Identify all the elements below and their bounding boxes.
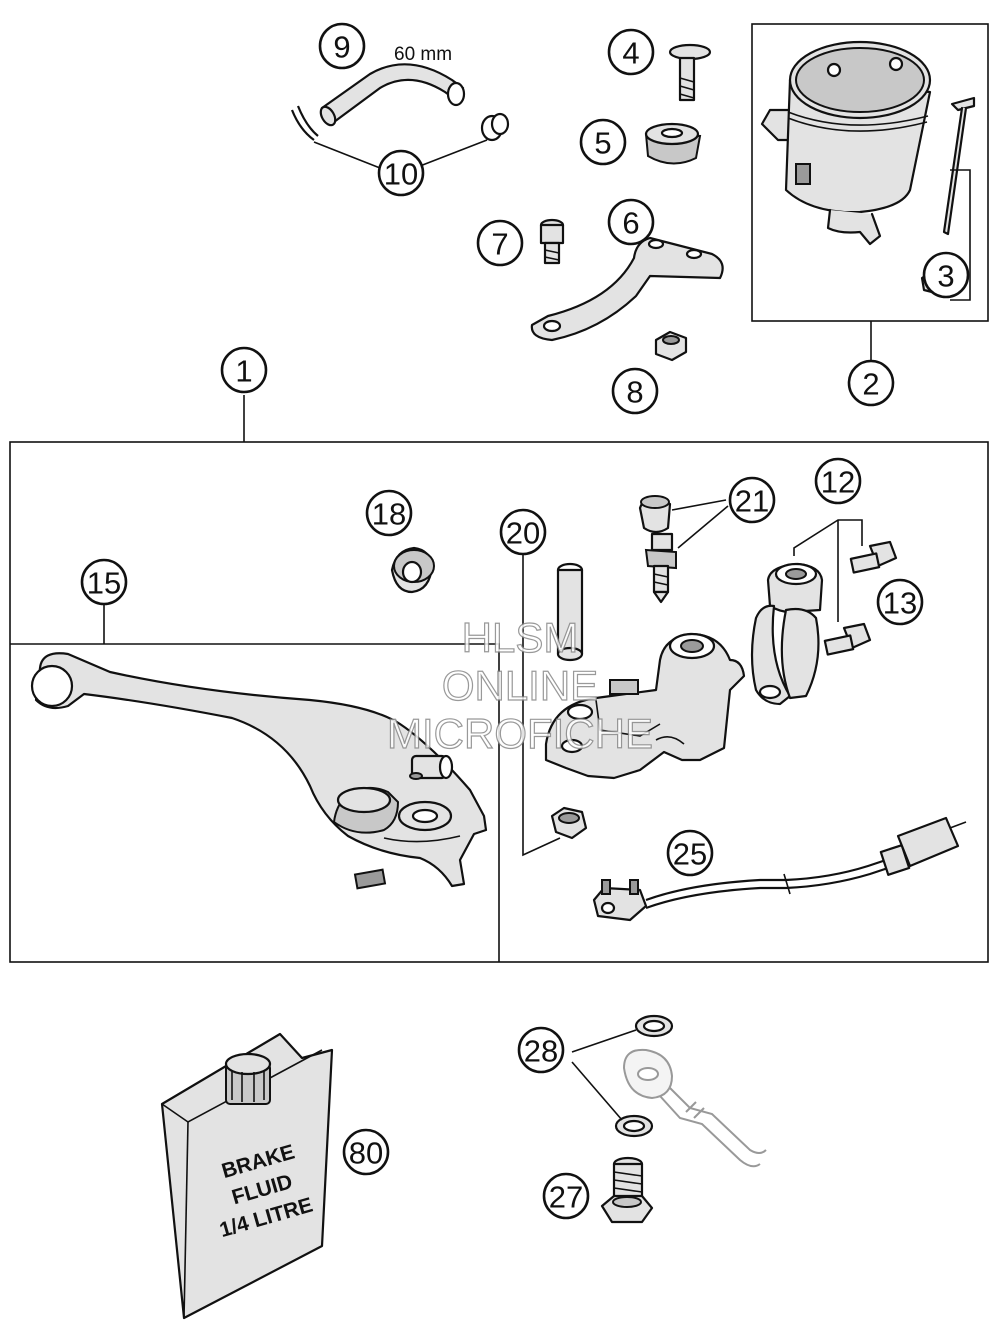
reservoir-part-2 bbox=[760, 40, 932, 246]
callout-10: 10 bbox=[377, 149, 425, 197]
callout-9: 9 bbox=[318, 22, 366, 70]
callout-10-text: 10 bbox=[384, 157, 418, 192]
callout-12-text: 12 bbox=[821, 465, 855, 500]
reservoir-group-frame bbox=[751, 23, 989, 322]
leader-21b bbox=[677, 505, 729, 549]
callout-8-text: 8 bbox=[626, 375, 643, 410]
grommet-part-5 bbox=[644, 122, 702, 165]
callout-13: 13 bbox=[876, 578, 924, 626]
callout-7-text: 7 bbox=[491, 227, 508, 262]
nut-part-8 bbox=[654, 330, 688, 362]
master-cylinder-body bbox=[544, 632, 746, 780]
callout-25: 25 bbox=[666, 829, 714, 877]
lever-subgroup-frame bbox=[10, 643, 500, 962]
callout-20-text: 20 bbox=[506, 516, 540, 551]
cap-part-18 bbox=[390, 546, 435, 594]
callout-21-text: 21 bbox=[735, 484, 769, 519]
callout-27: 27 bbox=[542, 1172, 590, 1220]
clamp-part-12 bbox=[750, 562, 824, 706]
callout-2: 2 bbox=[847, 359, 895, 407]
callout-28: 28 bbox=[517, 1026, 565, 1074]
leader-28a bbox=[571, 1029, 637, 1053]
callout-3: 3 bbox=[922, 251, 970, 299]
leader-3-bracket bbox=[950, 169, 971, 301]
callout-15: 15 bbox=[80, 558, 128, 606]
callout-13-text: 13 bbox=[883, 586, 917, 621]
leader-10a bbox=[313, 141, 381, 169]
callout-1-text: 1 bbox=[235, 354, 252, 389]
leader-10b bbox=[419, 139, 488, 167]
watermark-line3: MICROFICHE bbox=[387, 710, 653, 757]
callout-4-text: 4 bbox=[622, 36, 639, 71]
callout-6: 6 bbox=[607, 198, 655, 246]
washer-part-28 bbox=[614, 1014, 674, 1138]
callout-80: 80 bbox=[342, 1128, 390, 1176]
clamp-part-10 bbox=[290, 105, 510, 142]
banjo-bolt-part-27 bbox=[600, 1156, 654, 1224]
callout-25-text: 25 bbox=[673, 837, 707, 872]
brake-fluid-part-80: BRAKE FLUID 1/4 LITRE bbox=[160, 1032, 334, 1320]
callout-8: 8 bbox=[611, 367, 659, 415]
callout-1: 1 bbox=[220, 346, 268, 394]
callout-3-text: 3 bbox=[937, 259, 954, 294]
switch-part-25 bbox=[592, 816, 967, 922]
leader-21a bbox=[671, 499, 727, 511]
callout-20: 20 bbox=[499, 508, 547, 556]
callout-80-text: 80 bbox=[349, 1136, 383, 1171]
callout-9-text: 9 bbox=[333, 30, 350, 65]
watermark-line2: ONLINE bbox=[442, 662, 598, 709]
callout-27-text: 27 bbox=[549, 1180, 583, 1215]
leader-28b bbox=[571, 1061, 623, 1121]
callout-5: 5 bbox=[579, 118, 627, 166]
callout-12: 12 bbox=[814, 457, 862, 505]
watermark: HLSM ONLINE MICROFICHE bbox=[386, 613, 653, 757]
callout-4: 4 bbox=[607, 28, 655, 76]
callout-15-text: 15 bbox=[87, 566, 121, 601]
bracket-part-6 bbox=[530, 236, 724, 342]
screw-part-4 bbox=[668, 43, 712, 102]
leader-20 bbox=[522, 555, 561, 857]
watermark-line1: HLSM bbox=[462, 614, 579, 661]
hose-part-9 bbox=[319, 63, 466, 127]
callout-18: 18 bbox=[365, 489, 413, 537]
brake-line-banjo bbox=[622, 1048, 767, 1168]
bolt-part-13 bbox=[823, 540, 898, 656]
bolt-part-7 bbox=[539, 218, 565, 265]
bleeder-part-21 bbox=[638, 495, 677, 604]
callout-5-text: 5 bbox=[594, 126, 611, 161]
leader-12 bbox=[793, 519, 863, 556]
callout-7: 7 bbox=[476, 219, 524, 267]
pin-part-20 bbox=[550, 562, 588, 840]
lever-part-15 bbox=[30, 652, 488, 890]
callout-28-text: 28 bbox=[524, 1034, 558, 1069]
callout-6-text: 6 bbox=[622, 206, 639, 241]
callout-21: 21 bbox=[728, 476, 776, 524]
callout-18-text: 18 bbox=[372, 497, 406, 532]
callout-2-text: 2 bbox=[862, 367, 879, 402]
dimension-label: 60 mm bbox=[394, 44, 452, 65]
